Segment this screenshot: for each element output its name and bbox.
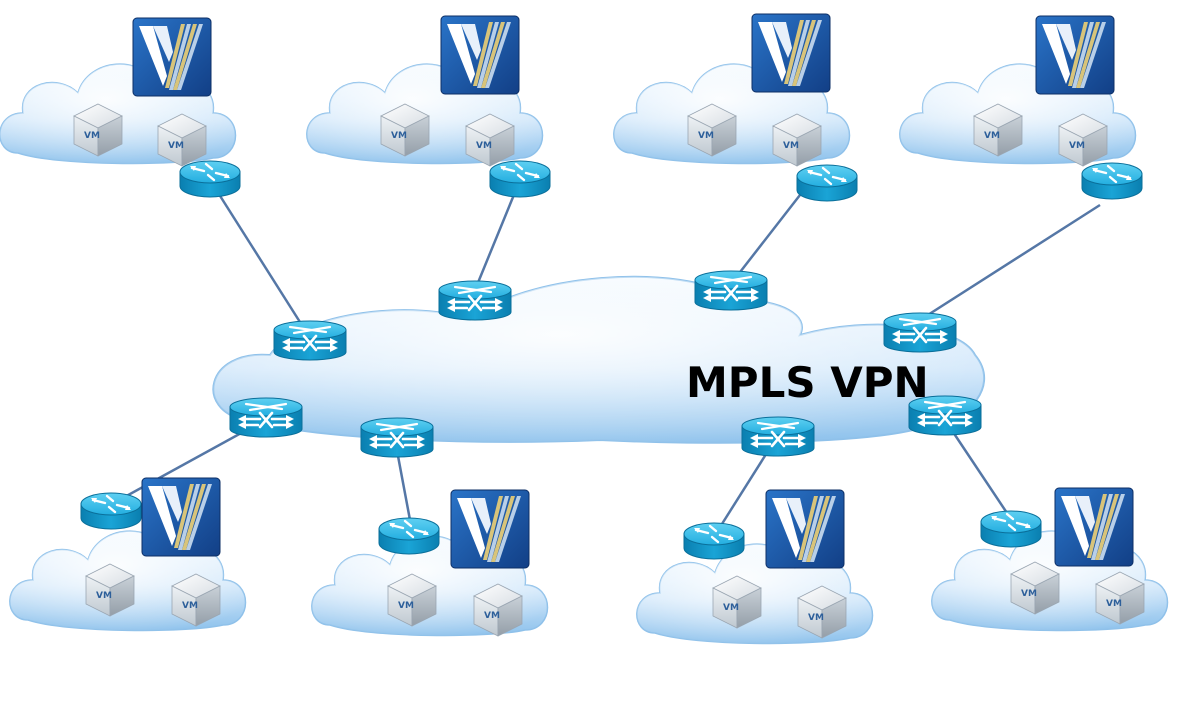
router-icon [488, 159, 552, 199]
vm-label: VM [182, 601, 198, 611]
vm-label: VM [783, 141, 799, 151]
vm-label: VM [96, 591, 112, 601]
site-2: VM VM [306, 15, 552, 199]
site-3: VM VM [613, 13, 859, 203]
vmware-logo-icon [450, 489, 530, 569]
core-switch-icon [437, 279, 513, 322]
core-switch-icon [228, 396, 304, 439]
core-switch-icon [740, 415, 816, 458]
router-icon [79, 491, 143, 531]
link-site-4 [919, 203, 1101, 322]
mpls-core-cloud [212, 275, 986, 444]
vmware-logo-icon [765, 489, 845, 569]
vm-label: VM [476, 141, 492, 151]
site-6: VM VM [311, 489, 549, 637]
link-site-1 [208, 179, 307, 331]
vm-label: VM [1069, 141, 1085, 151]
vm-label: VM [398, 601, 414, 611]
core-switch-icon [272, 319, 348, 362]
site-1: VM VM [0, 17, 242, 199]
site-5: VM VM [9, 477, 247, 632]
site-4: VM VM [899, 15, 1144, 201]
router-icon [178, 159, 242, 199]
core-switch-icon [882, 311, 958, 354]
vmware-logo-icon [1054, 487, 1134, 567]
core-switch-icon [359, 416, 435, 459]
router-icon [682, 521, 746, 561]
vm-label: VM [1106, 599, 1122, 609]
vm-label: VM [1021, 589, 1037, 599]
core-switch-icon [693, 269, 769, 312]
site-7: VM VM [636, 489, 874, 645]
link-site-3 [729, 194, 801, 286]
vmware-logo-icon [132, 17, 212, 97]
vm-label: VM [723, 603, 739, 613]
vm-label: VM [984, 131, 1000, 141]
vm-label: VM [168, 141, 184, 151]
link-site-8 [943, 419, 1017, 526]
vmware-logo-icon [751, 13, 831, 93]
router-icon [979, 509, 1043, 549]
vmware-logo-icon [440, 15, 520, 95]
vmware-logo-icon [1035, 15, 1115, 95]
vm-label: VM [808, 613, 824, 623]
router-icon [377, 516, 441, 556]
vm-label: VM [698, 131, 714, 141]
vmware-logo-icon [141, 477, 221, 557]
router-icon [795, 163, 859, 203]
link-site-2 [473, 179, 522, 291]
vm-label: VM [84, 131, 100, 141]
vm-label: VM [391, 131, 407, 141]
site-8: VM VM [931, 487, 1169, 632]
router-icon [1080, 161, 1144, 201]
mpls-vpn-label: MPLS VPN [686, 358, 929, 407]
vm-label: VM [484, 611, 500, 621]
